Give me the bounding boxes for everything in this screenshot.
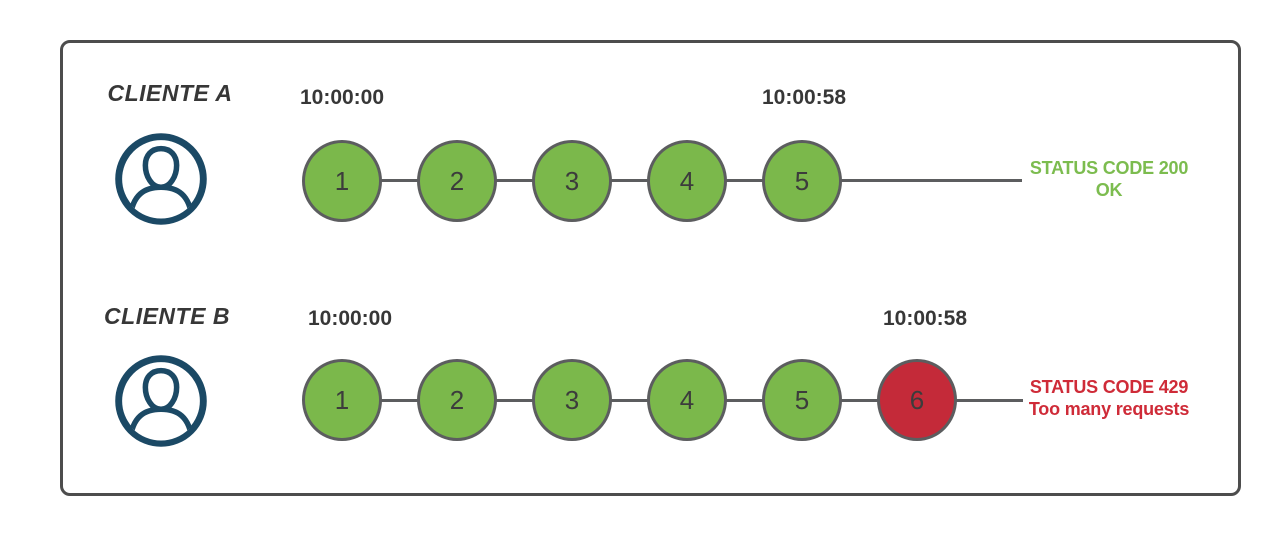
timeline-start-time: 10:00:00 [299, 86, 385, 109]
request-circle-5: 5 [762, 140, 842, 222]
request-circle-3: 3 [532, 140, 612, 222]
status-message-text: OK [1095, 180, 1123, 200]
status-result: STATUS CODE 429 Too many requests [1027, 376, 1191, 420]
request-circle-1: 1 [302, 140, 382, 222]
status-message-text: Too many requests [1028, 399, 1190, 419]
timeline-end-time: 10:00:58 [882, 307, 968, 330]
status-code-text: STATUS CODE 200 [1029, 158, 1189, 178]
request-circle-2: 2 [417, 140, 497, 222]
status-code-text: STATUS CODE 429 [1029, 377, 1189, 397]
timeline-end-time: 10:00:58 [761, 86, 847, 109]
request-circle-4: 4 [647, 359, 727, 441]
request-circle-4: 4 [647, 140, 727, 222]
request-circle-3: 3 [532, 359, 612, 441]
client-b-label: CLIENTE B [104, 303, 230, 329]
request-circle-1: 1 [302, 359, 382, 441]
user-avatar-icon [115, 133, 207, 225]
user-avatar-icon [115, 355, 207, 447]
client-a-label: CLIENTE A [107, 80, 233, 106]
request-circle-5: 5 [762, 359, 842, 441]
timeline-start-time: 10:00:00 [307, 307, 393, 330]
request-circle-6: 6 [877, 359, 957, 441]
status-result: STATUS CODE 200 OK [1027, 157, 1191, 201]
request-circle-2: 2 [417, 359, 497, 441]
